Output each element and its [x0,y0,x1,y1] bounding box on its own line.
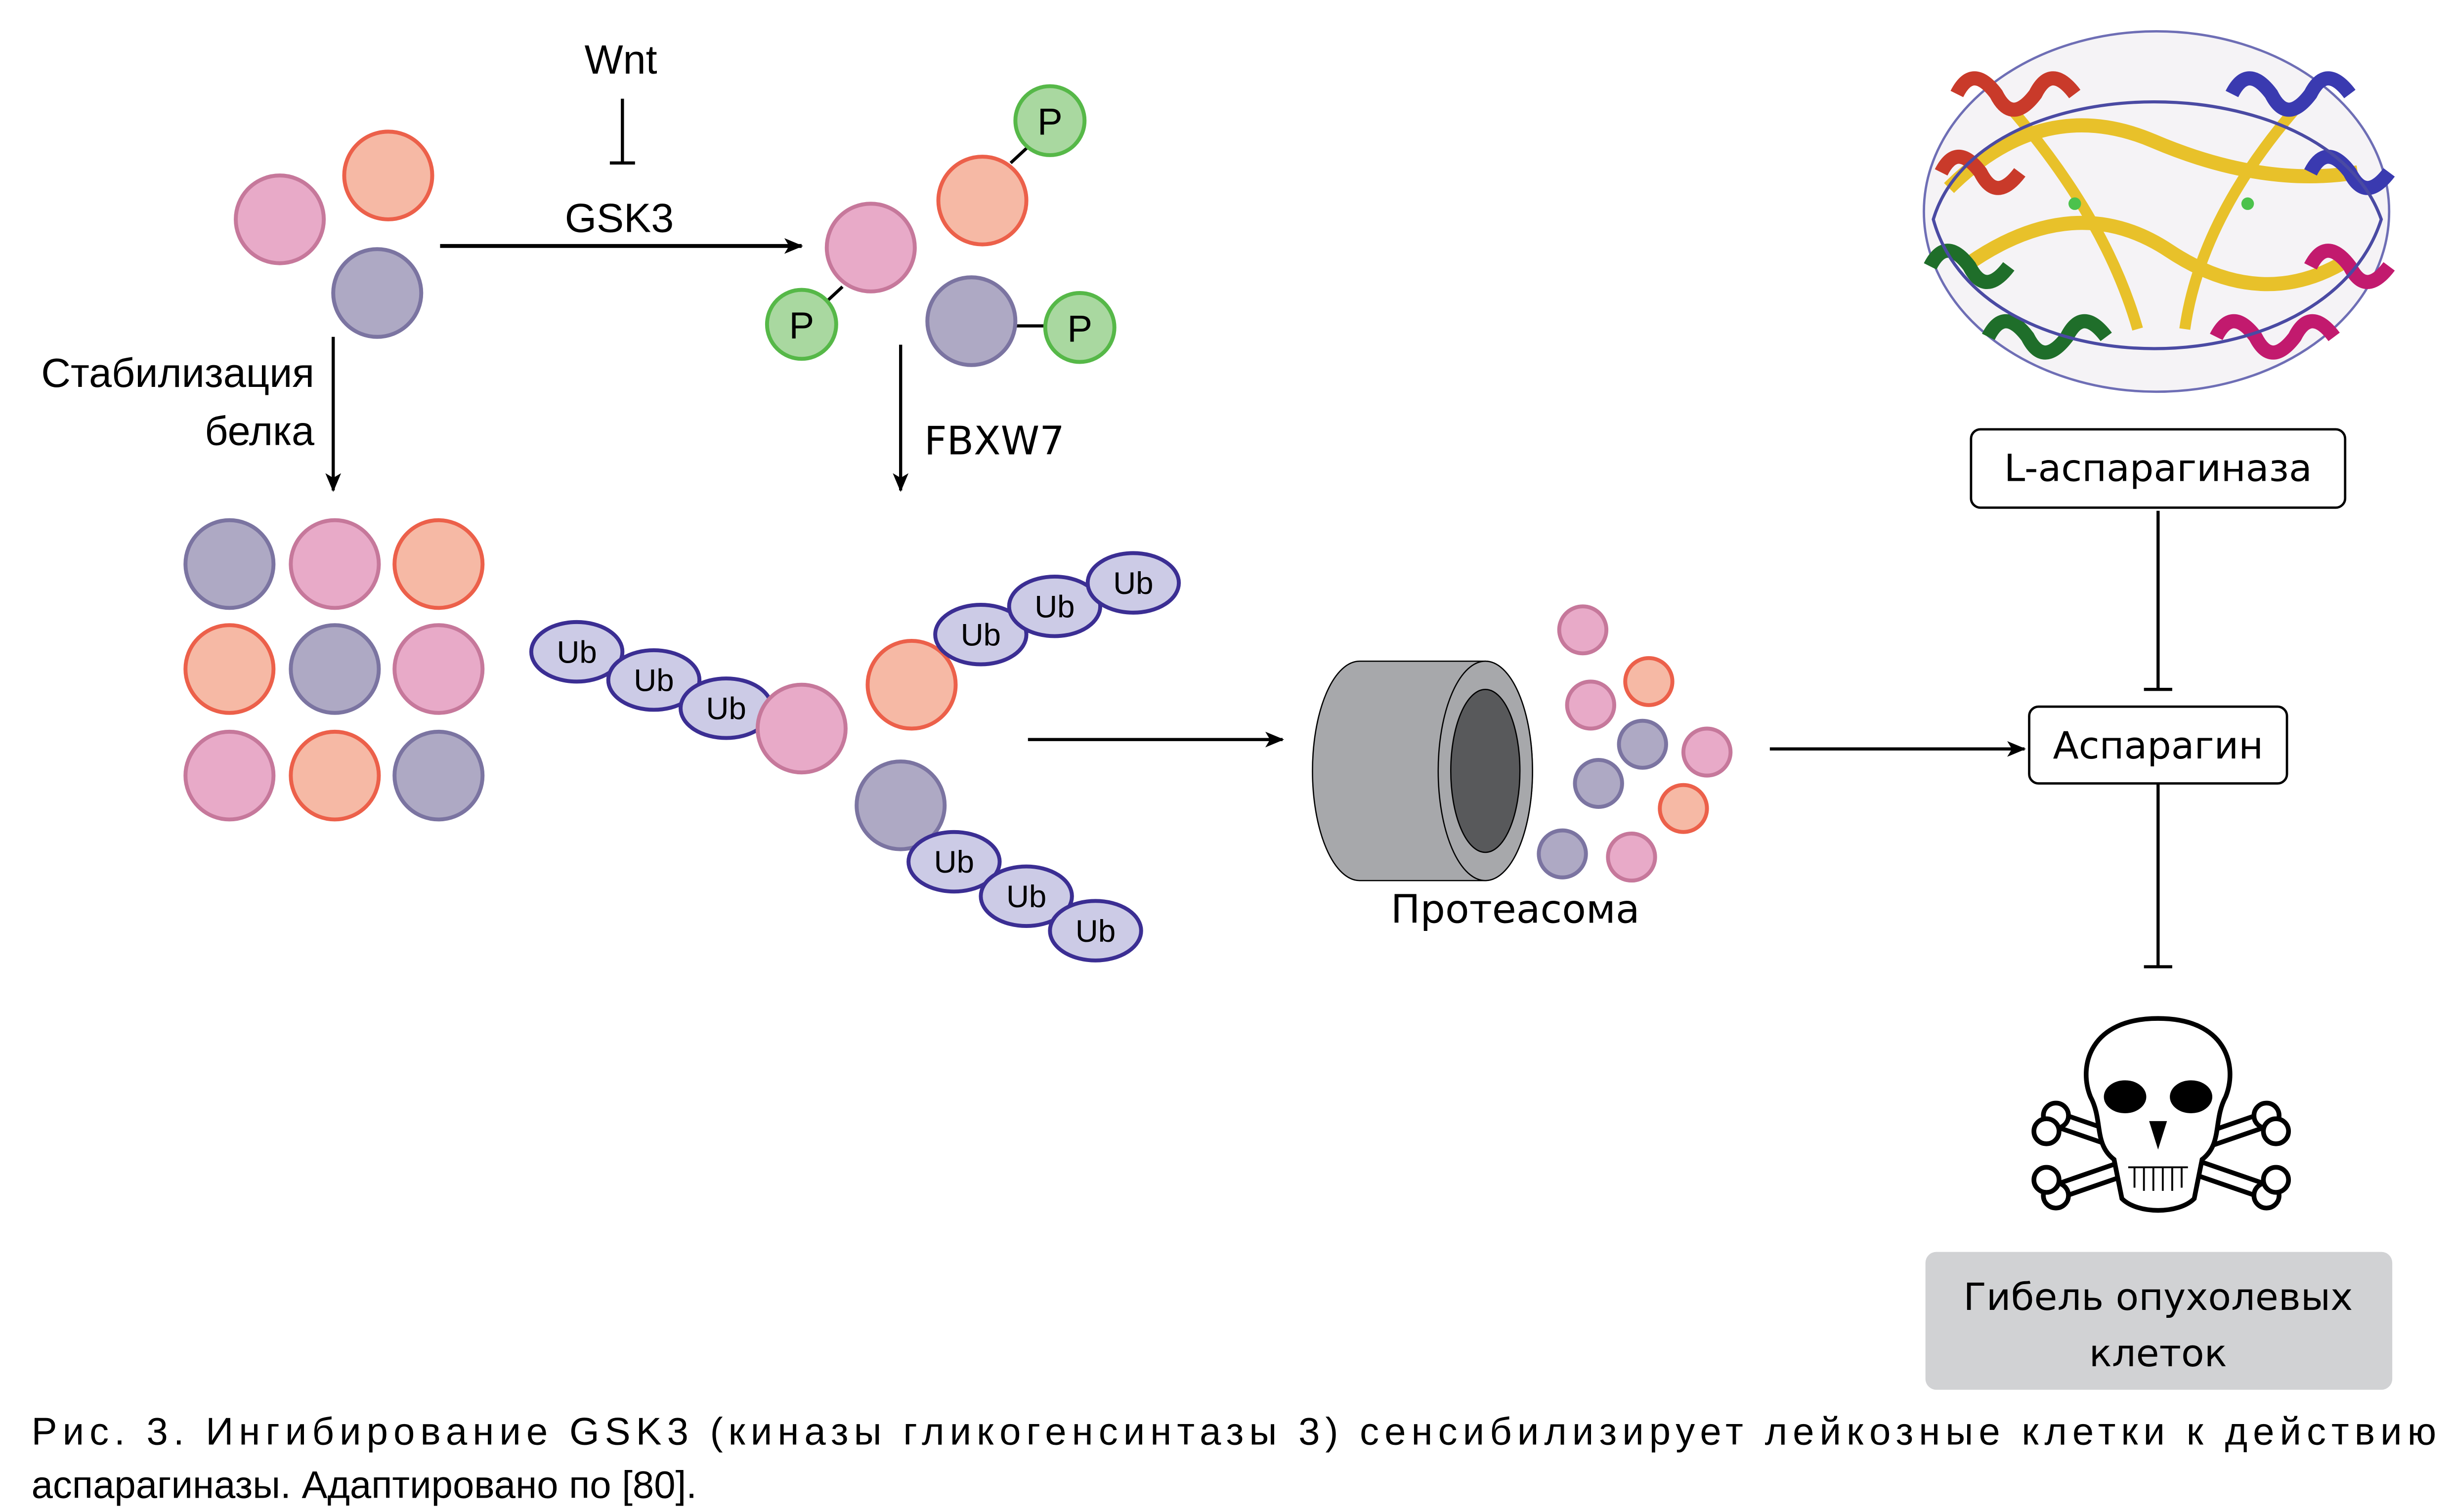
figure-caption-line2: аспарагиназы. Адаптировано по [80]. [32,1464,697,1507]
degraded-protein-fragments [1537,604,1733,883]
protein-pink [824,202,917,294]
protein-pink [289,518,381,610]
ub-label: Ub [634,663,674,698]
fragment-violet [1537,828,1588,880]
ubiquitin-chain: Ub Ub Ub [906,830,1143,963]
fragment-pink [1565,679,1616,731]
gsk3-label: GSK3 [565,195,674,241]
protein-pink [234,173,326,265]
fbxw7-label: FBXW7 [924,418,1065,464]
ub-label: Ub [1006,880,1046,914]
proteasome-label: Протеасома [1391,886,1640,932]
ub-label: Ub [1034,589,1075,624]
phosphorylated-protein-cluster: P P P [765,84,1117,367]
proteasome-icon [1312,660,1533,882]
ub-label: Ub [557,635,597,670]
skull-and-crossbones-icon [2031,1016,2291,1213]
ubiquitinated-proteins: Ub Ub Ub Ub Ub Ub Ub Ub Ub [529,551,1181,963]
fragment-violet [1617,718,1668,770]
phospho-group [1013,84,1087,157]
protein-salmon [289,729,381,822]
protein-salmon [936,155,1029,247]
asparagine-inhibition-bar [2144,783,2172,968]
protein-pink [392,623,485,715]
ub-label: Ub [1075,914,1116,949]
phospho-label: P [1067,308,1092,350]
phospho-label: P [789,305,814,347]
protein-violet [289,623,381,715]
asparaginase-protein-structure-image [1923,30,2395,393]
asparagine-label: Аспарагин [2053,723,2264,767]
phospho-group [1043,291,1117,364]
ub-label: Ub [1113,566,1153,601]
ubiquitin-chain: Ub Ub Ub [529,620,774,740]
cell-death-label-line1: Гибель опухолевых [1963,1275,2353,1319]
stabilization-label-line1: Стабилизация [41,350,314,396]
fragment-violet [1573,757,1624,809]
cell-death-box: Гибель опухолевых клеток [1925,1252,2393,1390]
asparaginase-box: L-аспарагиназа [1970,428,2347,509]
phospho-label: P [1037,101,1063,143]
protein-violet [925,275,1018,367]
stabilized-protein-grid [183,518,485,822]
protein-salmon [865,638,958,731]
stabilization-label-line2: белка [205,409,314,454]
asparagine-box: Аспарагин [2028,705,2288,785]
protein-violet [392,729,485,822]
protein-pink [183,729,276,822]
ub-label: Ub [961,618,1001,653]
wnt-label: Wnt [585,37,657,83]
protein-pink [755,682,848,775]
fragment-pink [1681,726,1733,778]
protein-violet [183,518,276,610]
asparaginase-label: L-аспарагиназа [2004,446,2312,490]
phospho-group [765,288,838,361]
fragment-pink [1606,832,1657,883]
protein-violet [331,247,424,339]
protein-salmon [392,518,485,610]
wnt-inhibition-bar [609,98,635,165]
fragment-pink [1557,604,1609,656]
fragment-salmon [1658,783,1709,834]
protein-salmon [342,129,434,221]
protein-salmon [183,623,276,715]
asparaginase-inhibition-bar [2144,510,2172,691]
fragment-salmon [1623,656,1675,707]
protein-violet [855,759,947,851]
figure-caption-line1: Рис. 3. Ингибирование GSK3 (киназы глико… [32,1411,2437,1453]
cell-death-label-line2: клеток [2089,1331,2227,1375]
ub-label: Ub [934,845,974,880]
ub-label: Ub [706,692,746,726]
ubiquitin-chain: Ub Ub Ub [933,551,1181,667]
initial-protein-cluster [234,129,434,339]
